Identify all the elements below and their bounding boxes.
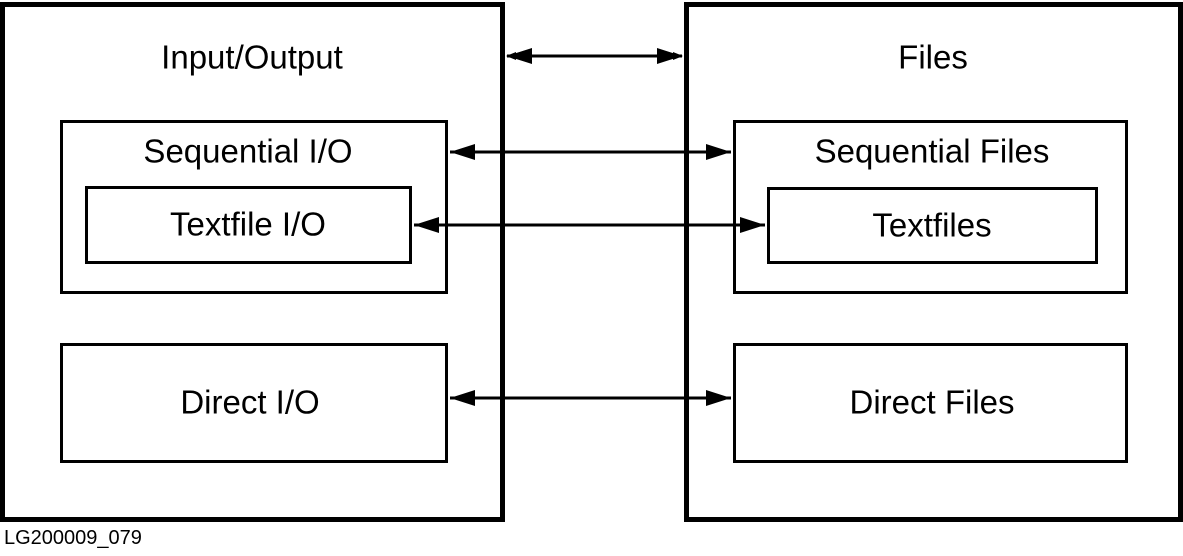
arrowhead bbox=[450, 144, 475, 160]
arrowhead bbox=[706, 390, 731, 406]
textfile-io-label: Textfile I/O bbox=[170, 205, 326, 243]
arrowhead bbox=[706, 144, 731, 160]
sequential-io-label: Sequential I/O bbox=[143, 132, 353, 170]
direct-io-box bbox=[60, 343, 448, 463]
direct-io-label: Direct I/O bbox=[180, 383, 320, 421]
arrowhead bbox=[740, 217, 765, 233]
files-title: Files bbox=[898, 38, 968, 76]
figure-id-caption: LG200009_079 bbox=[4, 527, 142, 549]
textfile-io-box bbox=[85, 186, 412, 264]
direct-files-label: Direct Files bbox=[849, 383, 1015, 421]
arrowhead bbox=[657, 48, 682, 64]
textfiles-label: Textfiles bbox=[872, 206, 992, 244]
input-output-title: Input/Output bbox=[161, 38, 343, 76]
direct-files-box bbox=[733, 343, 1128, 463]
arrowhead bbox=[507, 48, 532, 64]
arrowhead bbox=[414, 217, 439, 233]
arrowhead bbox=[450, 390, 475, 406]
textfiles-box bbox=[767, 187, 1098, 264]
sequential-files-label: Sequential Files bbox=[814, 132, 1050, 170]
